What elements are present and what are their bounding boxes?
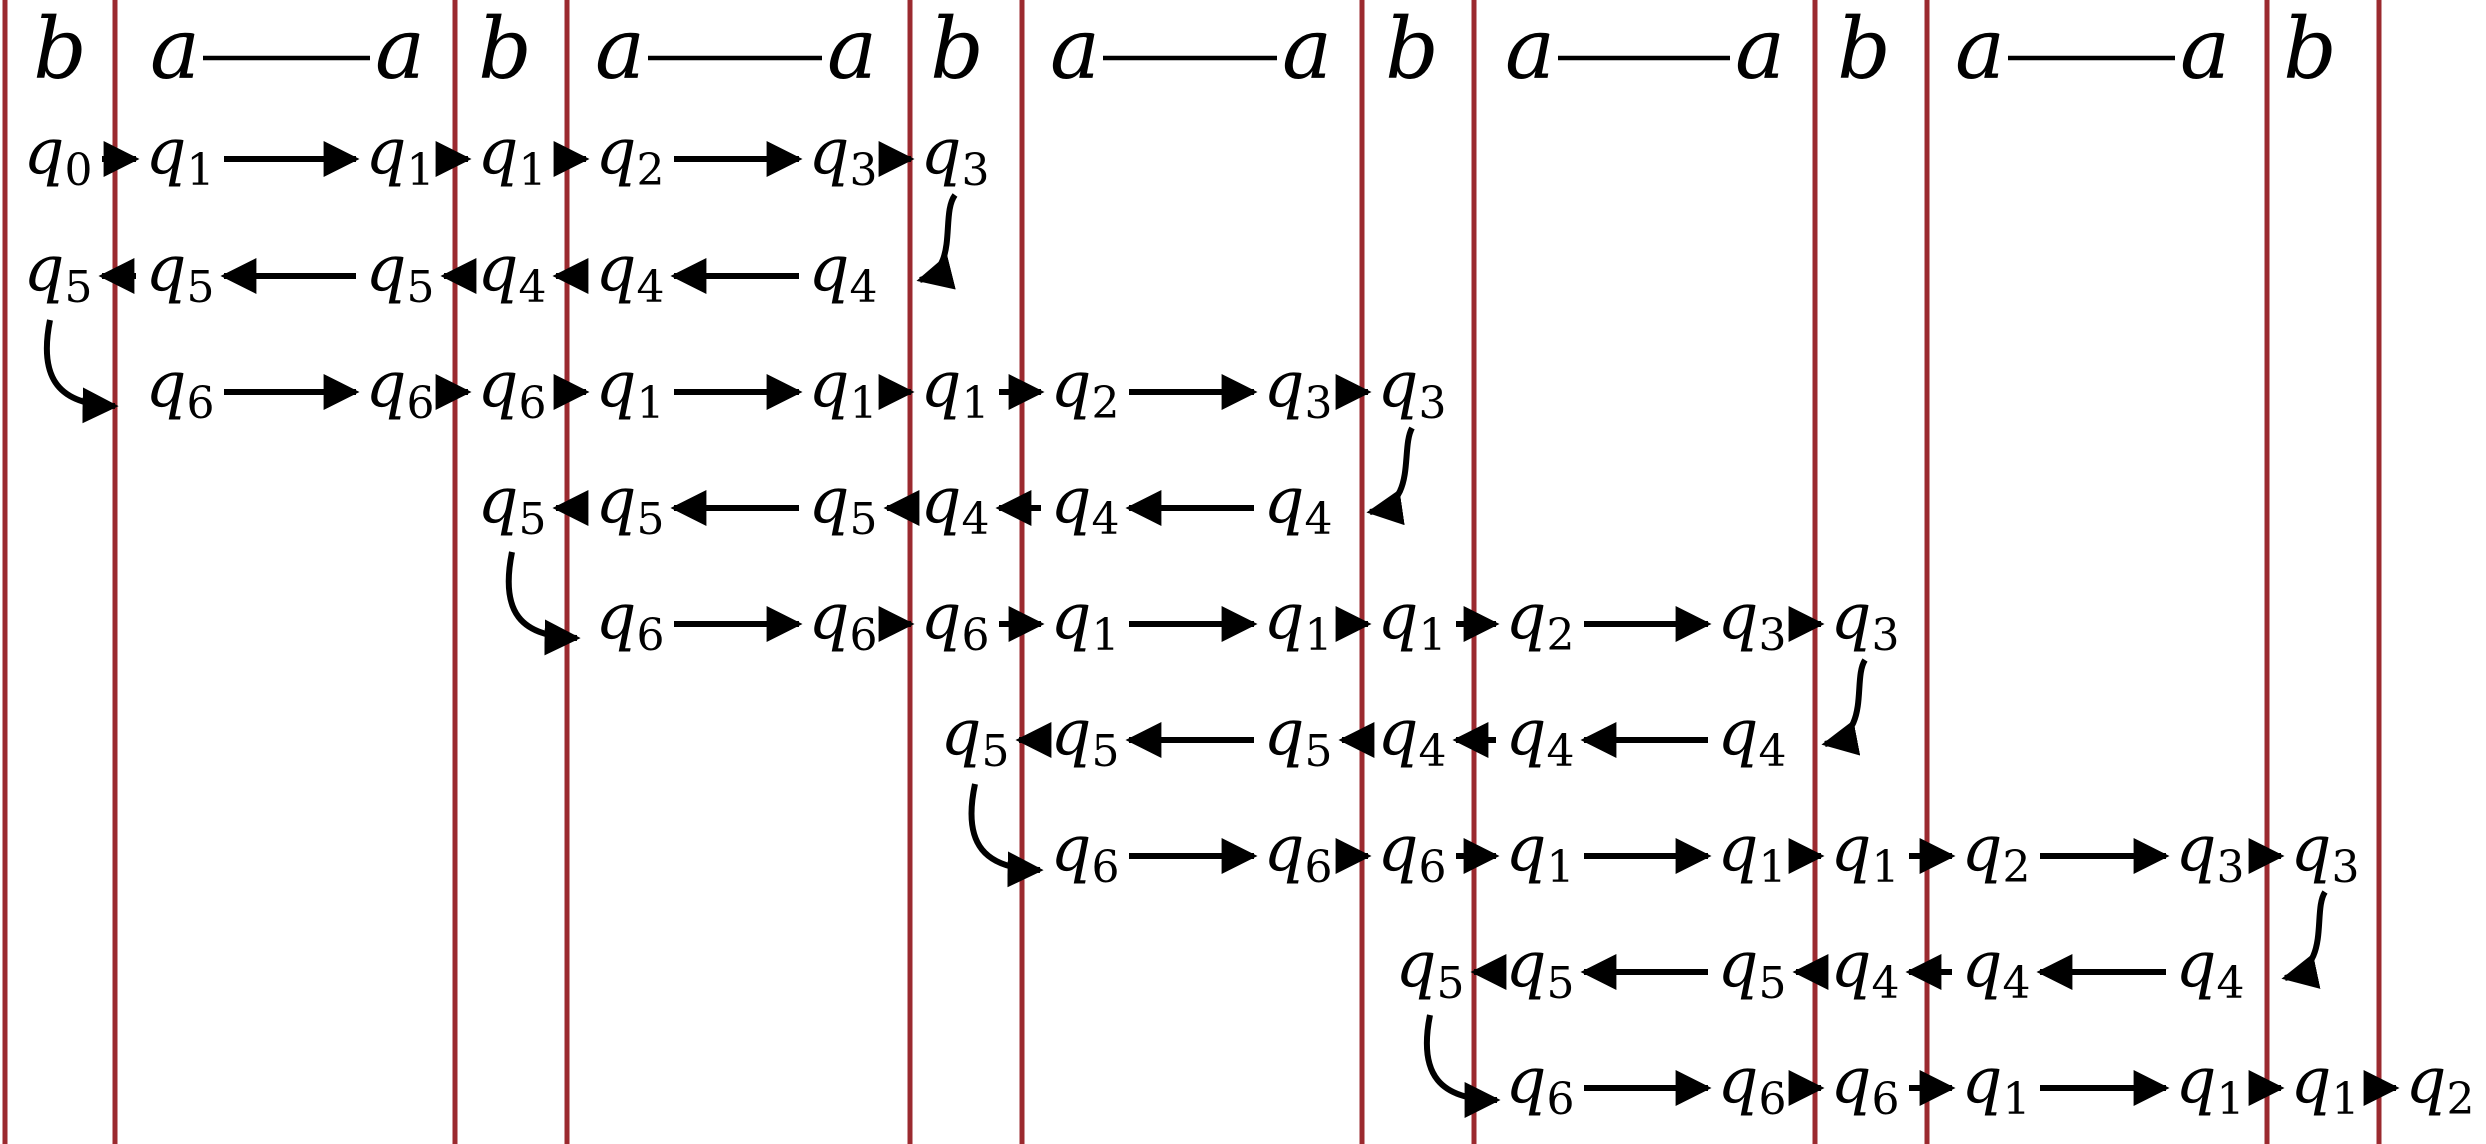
header-letter-2: a xyxy=(375,0,425,98)
header-letter-7: a xyxy=(1050,0,1100,98)
state-label: q6 xyxy=(1718,1044,1787,1125)
state-label: q1 xyxy=(146,115,215,196)
header-letter-14: a xyxy=(2180,0,2230,98)
state-label: q6 xyxy=(1378,812,1447,893)
state-label: q2 xyxy=(1506,580,1575,661)
state-label: q1 xyxy=(2291,1044,2360,1125)
state-label: q1 xyxy=(2176,1044,2245,1125)
turn-arrow-7 xyxy=(1423,1014,1501,1118)
state-label: q6 xyxy=(1051,812,1120,893)
state-label: q1 xyxy=(596,348,665,429)
state-label: q2 xyxy=(596,115,665,196)
state-label: q3 xyxy=(1831,580,1900,661)
state-label: q4 xyxy=(1264,464,1333,545)
state-label: q5 xyxy=(596,464,665,545)
state-label: q1 xyxy=(1831,812,1900,893)
state-label: q4 xyxy=(1718,696,1787,777)
state-label: q4 xyxy=(478,232,547,313)
state-label: q1 xyxy=(809,348,878,429)
state-label: q5 xyxy=(24,232,93,313)
state-label: q3 xyxy=(1378,348,1447,429)
state-label: q6 xyxy=(146,348,215,429)
header-letter-13: a xyxy=(1955,0,2005,98)
state-label: q3 xyxy=(921,115,990,196)
state-label: q6 xyxy=(366,348,435,429)
header-letter-9: b xyxy=(1385,0,1439,98)
state-label: q4 xyxy=(596,232,665,313)
state-label: q5 xyxy=(1718,928,1787,1009)
state-label: q1 xyxy=(921,348,990,429)
state-label: q4 xyxy=(809,232,878,313)
state-label: q6 xyxy=(1831,1044,1900,1125)
state-label: q5 xyxy=(1396,928,1465,1009)
state-label: q1 xyxy=(1378,580,1447,661)
state-label: q1 xyxy=(1718,812,1787,893)
header-letter-1: a xyxy=(150,0,200,98)
state-label: q1 xyxy=(478,115,547,196)
header-letter-15: b xyxy=(2283,0,2337,98)
state-label: q6 xyxy=(1506,1044,1575,1125)
state-label: q5 xyxy=(146,232,215,313)
state-label: q3 xyxy=(2291,812,2360,893)
state-label: q4 xyxy=(1506,696,1575,777)
state-label: q6 xyxy=(921,580,990,661)
state-label: q4 xyxy=(1378,696,1447,777)
state-label: q1 xyxy=(1264,580,1333,661)
header-letter-12: b xyxy=(1837,0,1891,98)
state-label: q6 xyxy=(809,580,878,661)
header-letter-8: a xyxy=(1282,0,1332,98)
turn-arrow-3 xyxy=(2281,890,2328,989)
header-letter-11: a xyxy=(1735,0,1785,98)
header-letter-3: b xyxy=(478,0,532,98)
state-label: q2 xyxy=(1051,348,1120,429)
state-label: q4 xyxy=(1831,928,1900,1009)
state-label: q6 xyxy=(1264,812,1333,893)
state-label: q1 xyxy=(1506,812,1575,893)
state-label: q6 xyxy=(596,580,665,661)
state-label: q6 xyxy=(478,348,547,429)
state-label: q3 xyxy=(2176,812,2245,893)
state-label: q4 xyxy=(2176,928,2245,1009)
state-label: q4 xyxy=(1051,464,1120,545)
state-label: q5 xyxy=(366,232,435,313)
state-label: q5 xyxy=(809,464,878,545)
state-label: q2 xyxy=(1962,812,2031,893)
state-label: q1 xyxy=(1051,580,1120,661)
state-label: q4 xyxy=(1962,928,2031,1009)
turn-arrow-1 xyxy=(1366,426,1415,526)
turn-arrow-2 xyxy=(1821,658,1868,756)
state-label: q4 xyxy=(921,464,990,545)
transition-arrows xyxy=(43,141,2400,1118)
state-label: q1 xyxy=(1962,1044,2031,1125)
turn-arrow-0 xyxy=(916,193,958,290)
state-label: q3 xyxy=(1718,580,1787,661)
state-label: q5 xyxy=(1264,696,1333,777)
header-letter-5: a xyxy=(827,0,877,98)
state-label: q2 xyxy=(2406,1044,2475,1125)
state-label: q5 xyxy=(941,696,1010,777)
header-letter-0: b xyxy=(33,0,87,98)
state-label: q3 xyxy=(1264,348,1333,429)
header-letter-6: b xyxy=(930,0,984,98)
turn-arrow-6 xyxy=(968,783,1044,888)
state-label: q1 xyxy=(366,115,435,196)
state-label: q5 xyxy=(1051,696,1120,777)
state-label: q5 xyxy=(478,464,547,545)
column-dividers xyxy=(2,0,2382,1144)
header-letter-4: a xyxy=(595,0,645,98)
turn-arrow-4 xyxy=(43,319,119,424)
turn-arrow-5 xyxy=(505,551,581,656)
state-label: q5 xyxy=(1506,928,1575,1009)
header-letter-10: a xyxy=(1505,0,1555,98)
state-label: q3 xyxy=(809,115,878,196)
state-label: q0 xyxy=(24,115,93,196)
